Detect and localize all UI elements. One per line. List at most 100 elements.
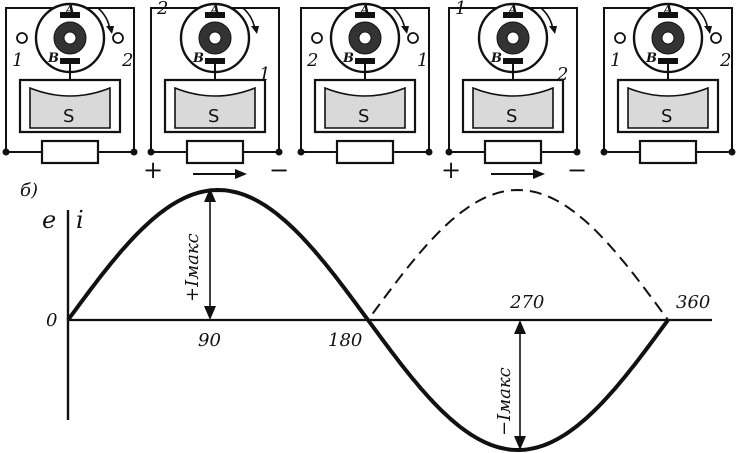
terminal-dot-right — [728, 148, 736, 156]
y-label-i: i — [76, 206, 84, 234]
terminal-dot-left — [2, 148, 10, 156]
polarity-plus: + — [441, 156, 461, 184]
rotation-arrowhead — [549, 26, 557, 34]
y-label-e: e — [42, 206, 56, 234]
brush-bottom — [658, 58, 678, 64]
rotation-arrowhead — [251, 26, 259, 34]
sine-graph: б) e i 0 90 180 270 360 +Iмакс −Iмакс — [20, 180, 712, 453]
terminal-label-right: 1 — [417, 50, 428, 71]
arrowhead-down-neg — [514, 436, 526, 450]
polarity-plus: + — [143, 156, 163, 184]
rotation-arrowhead — [401, 26, 409, 34]
positive-amplitude-label: +Iмакс — [182, 233, 203, 302]
brush-top — [355, 12, 375, 18]
current-curve-solid — [66, 187, 670, 453]
pole-face — [174, 86, 256, 129]
current-arrowhead — [533, 169, 545, 179]
terminal-label-right: 2 — [719, 50, 731, 71]
shaft — [208, 31, 222, 45]
terminal-dot-right — [425, 148, 433, 156]
terminal-dot-right — [573, 148, 581, 156]
brush-label-b: B — [645, 51, 657, 66]
brush-label-a: A — [208, 3, 220, 18]
terminal-ring-left — [614, 32, 626, 44]
brush-label-b: B — [47, 51, 59, 66]
brush-label-a: A — [506, 3, 518, 18]
pole-label: S — [63, 106, 74, 127]
terminal-label-left: 1 — [610, 50, 621, 71]
polarity-minus: − — [269, 156, 289, 184]
terminal-ring-right — [112, 32, 124, 44]
load-resistor — [185, 139, 245, 165]
brush-label-b: B — [490, 51, 502, 66]
terminal-dot-left — [445, 148, 453, 156]
brush-label-a: A — [661, 3, 673, 18]
load-resistor — [335, 139, 395, 165]
brush-bottom — [60, 58, 80, 64]
generator-2: S A B 2 1 + − — [143, 0, 289, 184]
panel-label: б) — [20, 180, 38, 201]
brush-top — [205, 12, 225, 18]
shaft — [506, 31, 520, 45]
pole-face — [627, 86, 709, 129]
generator-3: S A B 2 1 — [297, 2, 433, 165]
brush-top — [503, 12, 523, 18]
generator-1: S A B 1 2 — [2, 2, 138, 165]
brush-label-b: B — [342, 51, 354, 66]
brush-label-a: A — [358, 3, 370, 18]
brush-bottom — [205, 58, 225, 64]
terminal-ring-right — [710, 32, 722, 44]
terminal-dot-right — [130, 148, 138, 156]
pole-label: S — [358, 106, 369, 127]
generator-5: S A B 1 2 — [600, 2, 736, 165]
terminal-dot-left — [600, 148, 608, 156]
x-tick-label-270: 270 — [509, 292, 544, 313]
load-resistor — [638, 139, 698, 165]
x-tick-label-360: 360 — [676, 292, 710, 313]
load-resistor — [40, 139, 100, 165]
conductor-label: 2 — [556, 64, 568, 85]
shaft — [358, 31, 372, 45]
brush-bottom — [503, 58, 523, 64]
conductor-label: 1 — [259, 64, 270, 85]
origin-label: 0 — [46, 310, 57, 331]
pole-face — [29, 86, 111, 129]
x-tick-label-90: 90 — [198, 330, 221, 351]
shaft — [63, 31, 77, 45]
terminal-dot-left — [297, 148, 305, 156]
rotation-arrowhead — [106, 26, 114, 34]
arrowhead-up — [204, 188, 216, 202]
polarity-minus: − — [567, 156, 587, 184]
pole-face — [324, 86, 406, 129]
load-resistor — [483, 139, 543, 165]
terminal-ring-left — [311, 32, 323, 44]
terminal-ring-left — [16, 32, 28, 44]
pole-face — [472, 86, 554, 129]
brush-label-a: A — [63, 3, 75, 18]
arrowhead-up-neg — [514, 320, 526, 334]
negative-amplitude-label: −Iмакс — [494, 367, 515, 436]
terminal-label-right: 2 — [121, 50, 133, 71]
pole-label: S — [661, 106, 672, 127]
conductor-label: 2 — [156, 0, 168, 19]
brush-bottom — [355, 58, 375, 64]
shaft — [661, 31, 675, 45]
pole-label: S — [506, 106, 517, 127]
terminal-dot-right — [275, 148, 283, 156]
brush-top — [60, 12, 80, 18]
emf-curve-dashed — [67, 188, 669, 322]
brush-top — [658, 12, 678, 18]
rotation-arrowhead — [704, 26, 712, 34]
x-tick-label-180: 180 — [328, 330, 362, 351]
terminal-ring-right — [407, 32, 419, 44]
terminal-dot-left — [147, 148, 155, 156]
terminal-label-left: 1 — [12, 50, 23, 71]
current-arrowhead — [235, 169, 247, 179]
arrowhead-down — [204, 306, 216, 320]
brush-label-b: B — [192, 51, 204, 66]
pole-label: S — [208, 106, 219, 127]
terminal-label-left: 2 — [306, 50, 318, 71]
